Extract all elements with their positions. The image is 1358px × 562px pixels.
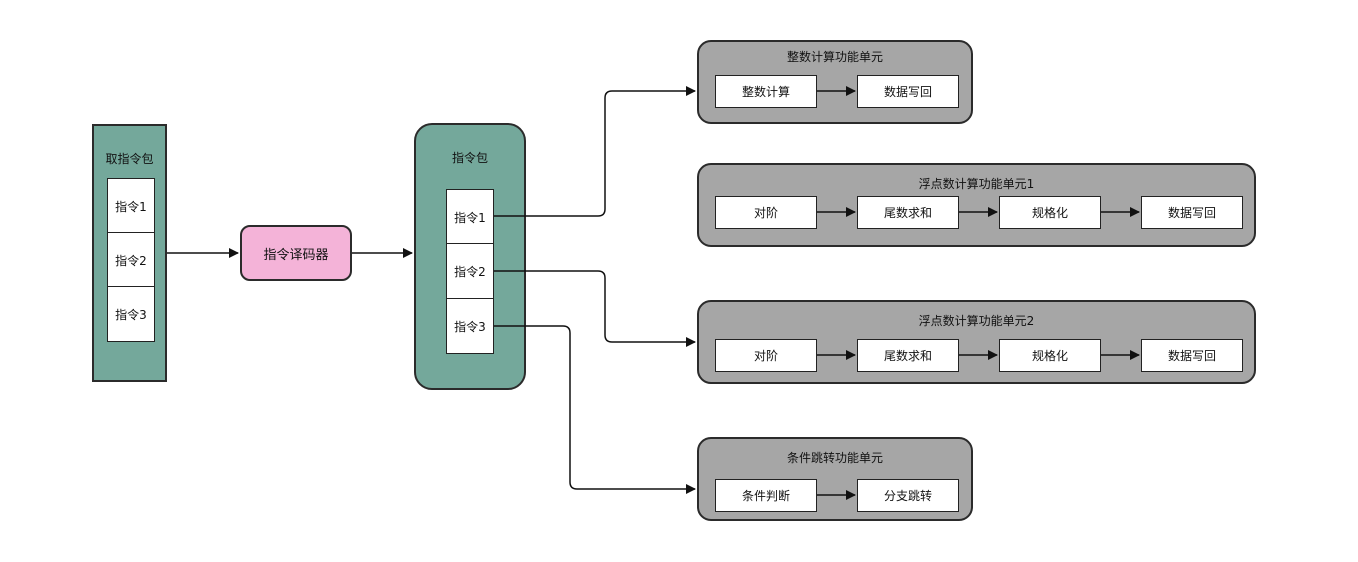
- float1-step-writeback: 数据写回: [1141, 196, 1243, 229]
- bundle-instruction-3: 指令3: [446, 298, 494, 354]
- float1-step-sum: 尾数求和: [857, 196, 959, 229]
- branch-step-jump: 分支跳转: [857, 479, 959, 512]
- integer-step-compute: 整数计算: [715, 75, 817, 108]
- fetch-instruction-3: 指令3: [107, 286, 155, 342]
- float-unit-1-title: 浮点数计算功能单元1: [918, 177, 1035, 191]
- integer-unit-title: 整数计算功能单元: [786, 50, 883, 64]
- fetch-instruction-1: 指令1: [107, 178, 155, 234]
- instruction-bundle-title: 指令包: [451, 151, 488, 165]
- float2-step-align: 对阶: [715, 339, 817, 372]
- branch-unit-title: 条件跳转功能单元: [786, 451, 883, 465]
- bundle-instruction-2: 指令2: [446, 243, 494, 299]
- float2-step-writeback: 数据写回: [1141, 339, 1243, 372]
- fetch-instruction-2: 指令2: [107, 232, 155, 288]
- bundle-instruction-1: 指令1: [446, 189, 494, 245]
- instruction-decoder: 指令译码器: [240, 225, 352, 281]
- float1-step-normalize: 规格化: [999, 196, 1101, 229]
- float1-step-align: 对阶: [715, 196, 817, 229]
- branch-step-condition: 条件判断: [715, 479, 817, 512]
- fetch-bundle-title: 取指令包: [105, 152, 154, 166]
- float2-step-sum: 尾数求和: [857, 339, 959, 372]
- integer-step-writeback: 数据写回: [857, 75, 959, 108]
- float2-step-normalize: 规格化: [999, 339, 1101, 372]
- float-unit-2-title: 浮点数计算功能单元2: [918, 314, 1035, 328]
